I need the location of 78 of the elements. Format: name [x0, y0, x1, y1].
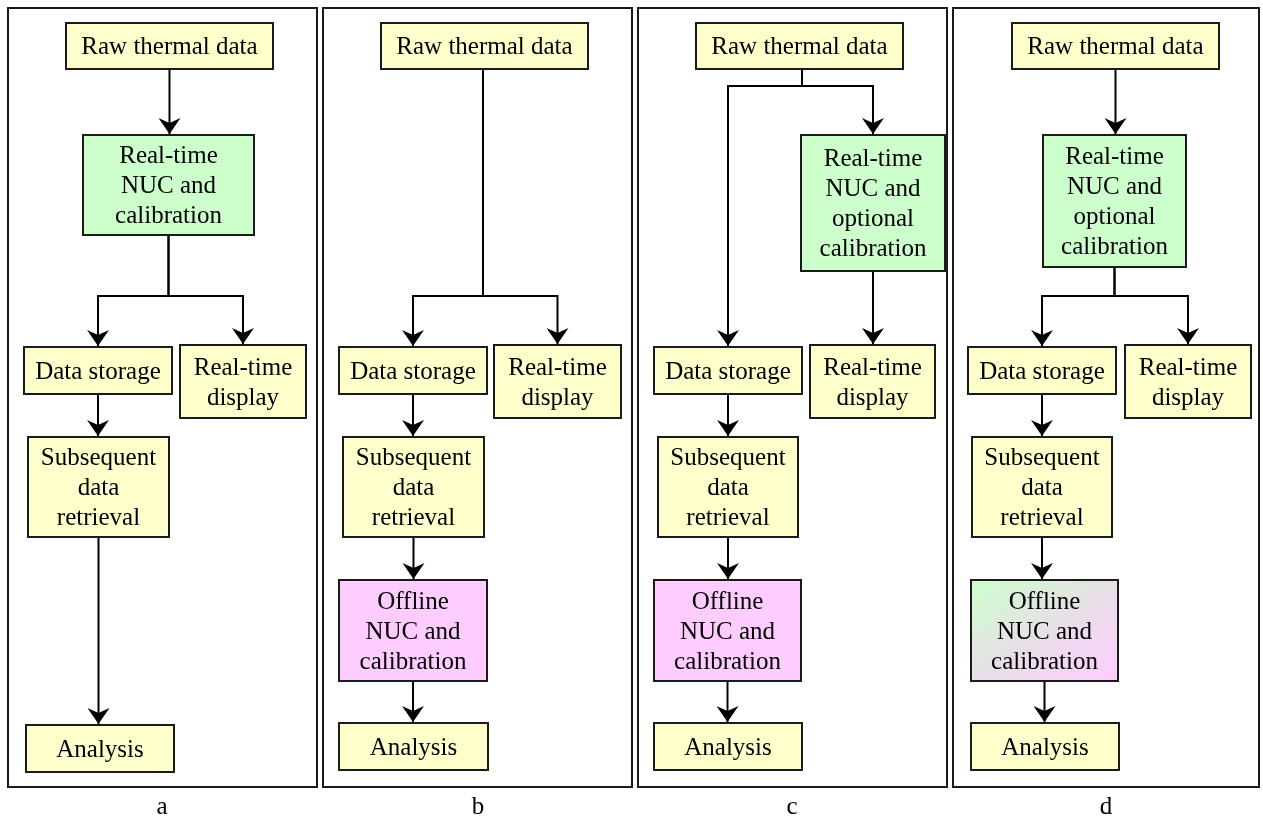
process-box — [653, 346, 803, 395]
box-label: Data storage — [35, 355, 161, 386]
process-box — [380, 22, 589, 70]
arrow — [158, 69, 181, 135]
box-label: Subsequent data retrieval — [354, 442, 473, 532]
box-label: Subsequent data retrieval — [669, 442, 787, 532]
box-label: Data storage — [350, 355, 476, 386]
process-box — [493, 344, 622, 419]
box-label: Real-time display — [192, 351, 294, 412]
process-box — [1124, 344, 1252, 419]
process-box — [970, 722, 1120, 771]
arrow — [1113, 267, 1199, 345]
panel-letter: a — [156, 792, 168, 820]
arrow — [402, 537, 425, 580]
box-label: Analysis — [369, 731, 458, 762]
box-label: Analysis — [56, 733, 144, 764]
box-label: Raw thermal data — [81, 31, 258, 61]
process-box — [967, 346, 1117, 395]
box-label: Offline NUC and calibration — [358, 585, 468, 676]
arrow — [1031, 394, 1053, 437]
process-box — [809, 344, 936, 419]
box-label: Real-time display — [822, 351, 923, 412]
box-label: Raw thermal data — [711, 31, 888, 61]
process-box — [27, 436, 170, 538]
process-box — [653, 722, 803, 771]
arrow — [716, 681, 739, 723]
arrow — [1033, 681, 1056, 723]
process-box — [342, 436, 485, 538]
process-box — [971, 436, 1113, 538]
process-box — [1042, 134, 1187, 268]
arrow — [167, 235, 254, 345]
process-box — [338, 722, 489, 771]
process-box — [653, 579, 802, 682]
box-label: Analysis — [1001, 731, 1089, 762]
box-label: Real-time NUC and optional calibration — [1060, 141, 1169, 261]
panel-letter: d — [1099, 792, 1113, 820]
box-label: Data storage — [665, 355, 791, 386]
arrow — [1104, 69, 1127, 135]
arrow — [862, 271, 884, 345]
process-box — [970, 579, 1119, 682]
arrow — [717, 537, 739, 580]
process-box — [179, 344, 307, 419]
process-box — [82, 134, 255, 236]
arrow — [87, 394, 109, 437]
process-box — [338, 579, 488, 682]
process-box — [65, 22, 274, 70]
box-label: Real-time display — [507, 351, 608, 412]
box-label: Real-time display — [1137, 351, 1239, 412]
arrow — [482, 69, 569, 345]
arrow — [402, 681, 424, 723]
box-label: Raw thermal data — [396, 31, 573, 61]
panel-letter: c — [786, 792, 798, 820]
box-label: Real-time NUC and calibration — [114, 140, 223, 230]
box-label: Real-time NUC and optional calibration — [818, 143, 928, 263]
arrow — [717, 69, 803, 347]
box-label: Subsequent data retrieval — [39, 442, 158, 532]
arrow — [1031, 537, 1053, 580]
box-label: Subsequent data retrieval — [983, 442, 1101, 532]
panel-letter: b — [471, 792, 485, 820]
arrow — [87, 537, 110, 725]
arrow — [402, 394, 424, 437]
process-box — [338, 346, 488, 395]
process-box — [25, 724, 175, 773]
process-box — [695, 22, 904, 70]
panel-frame — [322, 7, 633, 788]
box-label: Analysis — [684, 731, 772, 762]
process-box — [1011, 22, 1220, 70]
process-box — [23, 346, 173, 395]
box-label: Raw thermal data — [1027, 31, 1204, 61]
box-label: Offline NUC and calibration — [990, 585, 1099, 676]
arrow — [717, 394, 739, 437]
panel-frame — [7, 7, 318, 788]
box-label: Offline NUC and calibration — [673, 585, 782, 676]
panel-frame — [637, 7, 948, 788]
panel-frame — [952, 7, 1260, 788]
box-label: Data storage — [979, 355, 1105, 386]
process-box — [657, 436, 799, 538]
process-box — [800, 134, 946, 272]
